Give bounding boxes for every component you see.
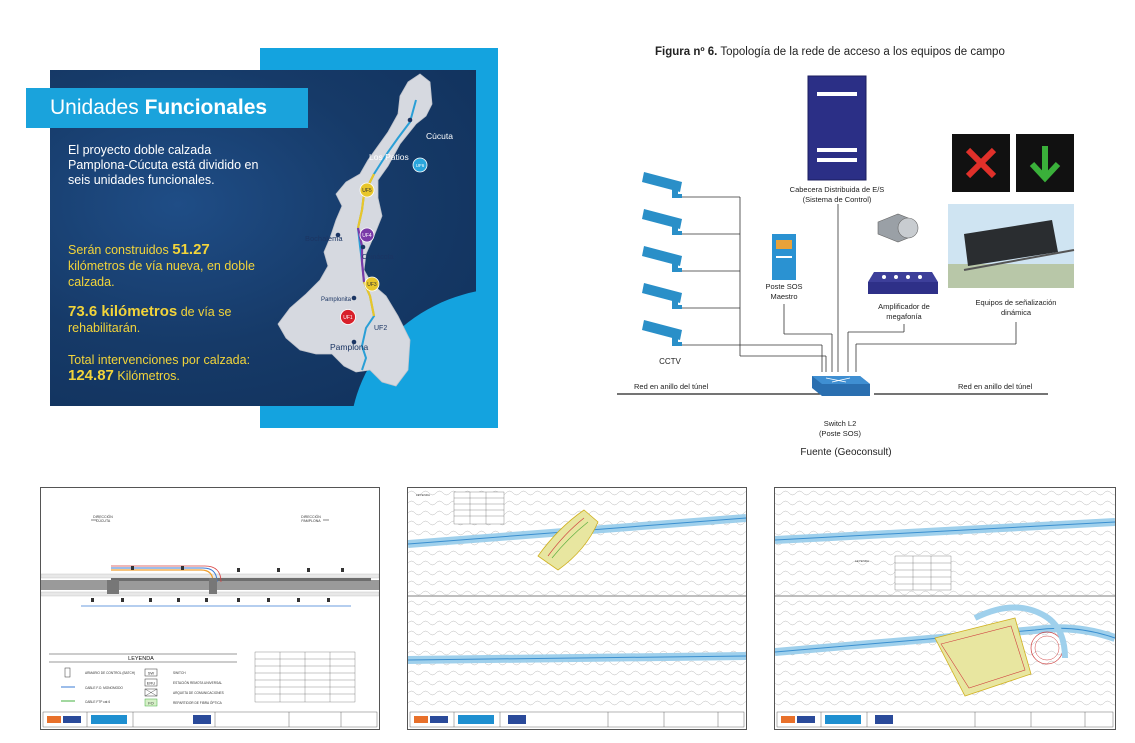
cctv-label: CCTV: [659, 357, 681, 366]
uf3-marker: [364, 276, 380, 292]
map2-legend-title: LEYENDA: [855, 559, 869, 563]
los-patios-dot: [407, 117, 413, 123]
cctv-camera-icon: [642, 172, 682, 346]
intro-line-2: Pamplona-Cúcuta está dividido en: [68, 158, 259, 172]
switch-label-2: (Poste SOS): [819, 429, 862, 438]
city-chinacota: Chinácota: [362, 254, 394, 261]
uf6-marker: [412, 157, 428, 173]
server-label-2: (Sistema de Control): [803, 195, 872, 204]
sos-label-2: Maestro: [770, 292, 797, 301]
switch-icon: [812, 376, 870, 396]
lane-signal-icon: [952, 134, 1074, 192]
amp-label-1: Amplificador de: [878, 302, 930, 311]
uf6-text: UF6: [416, 163, 425, 168]
schematic-sheet: DIRECCIÓN CÚCUTA DIRECCIÓN PAMPLONA LEYE…: [40, 487, 380, 730]
stat2-rest: de vía se: [177, 305, 232, 319]
legend-code-eru: ERU: [147, 681, 156, 686]
stat1-line-2: kilómetros de vía nueva, en doble: [68, 259, 255, 273]
legend-code-fo: FO: [148, 701, 154, 706]
intro-line-3: seis unidades funcionales.: [68, 173, 215, 187]
legend-item-7: REPARTIDOR DE FIBRA ÓPTICA: [173, 700, 223, 705]
legend-code-sw: SW: [148, 671, 155, 676]
switch-label-1: Switch L2: [824, 419, 857, 428]
city-cucuta: Cúcuta: [426, 131, 453, 141]
city-los-patios: Los Patios: [369, 152, 409, 162]
dir-left-1: DIRECCIÓN: [93, 514, 113, 519]
uf4-text: UF4: [362, 233, 372, 239]
topology-diagram: Cabecera Distribuida de E/S (Sistema de …: [617, 75, 1075, 458]
variable-message-sign-icon: [948, 204, 1075, 288]
megaphone-icon: [877, 213, 919, 243]
figure-caption: Figura nº 6. Topología de la rede de acc…: [655, 46, 1005, 58]
map1-legend-title: LEYENDA: [416, 493, 430, 497]
amp-label-2: megafonía: [886, 312, 922, 321]
dir-right-1: DIRECCIÓN: [301, 514, 321, 519]
legend-title: LEYENDA: [128, 656, 154, 662]
signage-label-2: dinámica: [1001, 308, 1032, 317]
dir-left-2: CÚCUTA: [96, 519, 111, 523]
title-bar: [26, 88, 308, 128]
legend-item-3: CABLE FTP cat 6: [85, 700, 110, 704]
stat1-prefix: Serán construidos: [68, 243, 173, 257]
region-outline: [277, 73, 433, 387]
uf2-label: UF2: [374, 325, 387, 332]
uf4-marker: [359, 227, 375, 243]
stat3-value: 124.87: [68, 367, 114, 384]
signage-label-1: Equipos de señalización: [976, 298, 1057, 307]
title-bold: Funcionales: [144, 96, 268, 119]
topographic-sheet-1: LEYENDA: [407, 487, 747, 730]
server-label-1: Cabecera Distribuida de E/S: [790, 185, 885, 194]
intro-line-1: El proyecto doble calzada: [68, 143, 212, 157]
title-light: Unidades: [50, 96, 145, 119]
uf3-text: UF3: [367, 282, 377, 288]
legend-item-5: ESTACIÓN REMOTA UNIVERSAL: [173, 680, 222, 685]
stat2-line-2: rehabilitarán.: [68, 321, 141, 335]
topographic-drawing-1: LEYENDA: [408, 488, 746, 728]
bochalema-dot: [335, 232, 341, 238]
stat-rehab: 73.6 kilómetros de vía se rehabilitarán.: [68, 304, 288, 336]
pamplona-dot: [351, 339, 357, 345]
caption-bold: Figura nº 6.: [655, 46, 718, 58]
stat-new-road: Serán construidos 51.27 kilómetros de ví…: [68, 242, 288, 290]
stat2-value: 73.6 kilómetros: [68, 303, 178, 320]
legend-item-4: SWITCH: [173, 671, 186, 675]
city-pamplonita: Pamplonita: [321, 297, 352, 303]
sos-label-1: Poste SOS: [765, 282, 802, 291]
topographic-drawing-2: LEYENDA: [775, 488, 1115, 728]
caption-rest: Topología de la rede de acceso a los equ…: [717, 46, 1005, 58]
infographic-title: Unidades Funcionales: [26, 88, 308, 128]
ring-label-right: Red en anillo del túnel: [958, 382, 1033, 391]
stat1-value: 51.27: [172, 241, 210, 258]
region-map: UF6 UF5 UF4 UF3 UF1 Cúcuta Los Patios Bo…: [277, 73, 453, 387]
uf5-marker: [359, 182, 375, 198]
stat1-line-3: calzada.: [68, 275, 115, 289]
route-blue: [356, 99, 417, 371]
stat-total: Total intervenciones por calzada: 124.87…: [68, 353, 288, 384]
amplifier-icon: [868, 272, 938, 294]
legend-item-2: CABLE F.O. MONOMODO: [85, 686, 123, 690]
functional-units-infographic: UF6 UF5 UF4 UF3 UF1 Cúcuta Los Patios Bo…: [26, 48, 498, 428]
uf1-marker: [340, 309, 356, 325]
dir-right-2: PAMPLONA: [301, 519, 321, 523]
legend-item-6: ARQUETA DE COMUNICACIONES: [173, 691, 224, 695]
city-pamplona: Pamplona: [330, 342, 369, 352]
sos-post-icon: [772, 234, 796, 280]
uf5-text: UF5: [362, 188, 372, 194]
topographic-sheet-2: LEYENDA: [774, 487, 1116, 730]
chinacota-dot: [360, 244, 366, 250]
source-label: Fuente (Geoconsult): [800, 447, 891, 458]
server-icon: [807, 75, 867, 181]
pamplonita-dot: [351, 295, 357, 301]
stat3-unit: Kilómetros.: [113, 369, 180, 383]
intro-text: El proyecto doble calzada Pamplona-Cúcut…: [68, 143, 278, 188]
stat3-line: Total intervenciones por calzada:: [68, 353, 251, 367]
schematic-drawing: DIRECCIÓN CÚCUTA DIRECCIÓN PAMPLONA LEYE…: [41, 514, 379, 728]
ring-label-left: Red en anillo del túnel: [634, 382, 709, 391]
legend-item-1: ARMARIO DE CONTROL (BATCH): [85, 671, 135, 675]
uf1-text: UF1: [343, 315, 353, 321]
city-bochalema: Bochalema: [305, 234, 343, 243]
